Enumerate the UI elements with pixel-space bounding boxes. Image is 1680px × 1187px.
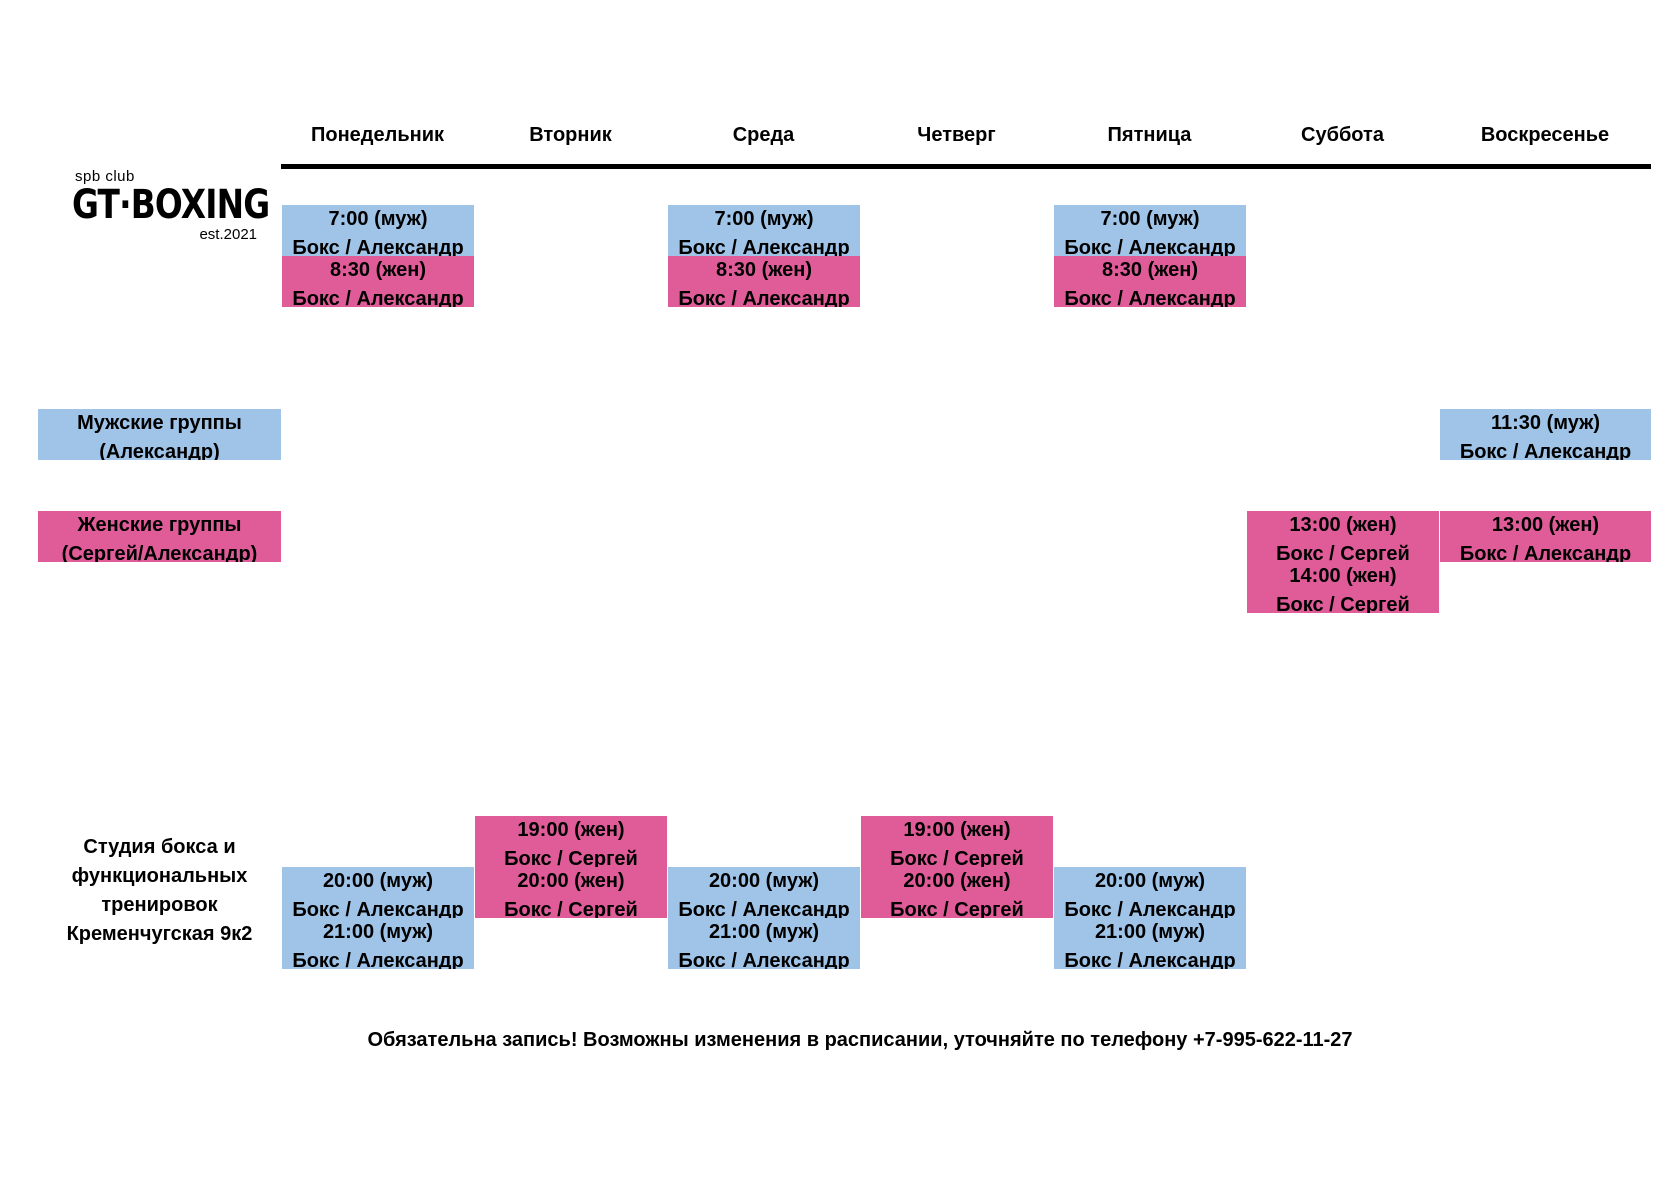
session-time: 11:30 (муж) <box>1490 412 1600 434</box>
session-time: 20:00 (муж) <box>322 870 434 892</box>
session-cell: 14:00 (жен) Бокс / Сергей <box>1247 562 1439 613</box>
logo: spb club GT·BOXING est.2021 <box>72 168 270 244</box>
day-header-monday: Понедельник <box>311 124 444 146</box>
session-time: 21:00 (муж) <box>1094 921 1206 943</box>
session-cell: 20:00 (муж) Бокс / Александр <box>668 867 860 918</box>
session-time: 7:00 (муж) <box>328 208 428 230</box>
session-cell: 7:00 (муж) Бокс / Александр <box>1054 205 1246 256</box>
session-label: Бокс / Сергей <box>504 848 638 867</box>
session-label: Бокс / Александр <box>678 899 850 918</box>
session-cell: 21:00 (муж) Бокс / Александр <box>668 918 860 969</box>
session-cell: 20:00 (жен) Бокс / Сергей <box>861 867 1053 918</box>
session-label: Бокс / Сергей <box>890 848 1024 867</box>
session-time: 8:30 (жен) <box>715 259 813 281</box>
session-label: Бокс / Александр <box>1064 899 1236 918</box>
session-cell: 20:00 (муж) Бокс / Александр <box>282 867 474 918</box>
session-label: Бокс / Сергей <box>890 899 1024 918</box>
session-cell: 8:30 (жен) Бокс / Александр <box>1054 256 1246 307</box>
session-label: Бокс / Сергей <box>504 899 638 918</box>
session-time: 20:00 (муж) <box>1094 870 1206 892</box>
legend-men-title: Мужские группы <box>77 412 242 434</box>
studio-line: функциональных <box>71 865 248 887</box>
session-label: Бокс / Александр <box>292 237 464 256</box>
session-time: 13:00 (жен) <box>1289 514 1397 536</box>
session-label: Бокс / Александр <box>292 288 464 307</box>
day-header-thursday: Четверг <box>917 124 996 146</box>
session-label: Бокс / Александр <box>678 950 850 969</box>
session-cell: 21:00 (муж) Бокс / Александр <box>282 918 474 969</box>
session-time: 8:30 (жен) <box>329 259 427 281</box>
legend-men-groups: Мужские группы (Александр) <box>38 409 281 460</box>
logo-est: est.2021 <box>199 226 257 243</box>
day-header-wednesday: Среда <box>732 124 795 146</box>
session-cell: 11:30 (муж) Бокс / Александр <box>1440 409 1651 460</box>
footer-note: Обязательна запись! Возможны изменения в… <box>367 1029 1353 1051</box>
session-cell: 20:00 (муж) Бокс / Александр <box>1054 867 1246 918</box>
session-time: 21:00 (муж) <box>322 921 434 943</box>
session-cell: 21:00 (муж) Бокс / Александр <box>1054 918 1246 969</box>
session-cell: 19:00 (жен) Бокс / Сергей <box>861 816 1053 867</box>
studio-address: Студия бокса и функциональных тренировок… <box>38 833 281 949</box>
session-label: Бокс / Александр <box>678 288 850 307</box>
session-label: Бокс / Александр <box>292 950 464 969</box>
studio-line: тренировок <box>101 894 218 916</box>
day-header-friday: Пятница <box>1107 124 1192 146</box>
session-cell: 8:30 (жен) Бокс / Александр <box>668 256 860 307</box>
session-cell: 8:30 (жен) Бокс / Александр <box>282 256 474 307</box>
session-cell: 7:00 (муж) Бокс / Александр <box>282 205 474 256</box>
session-cell: 7:00 (муж) Бокс / Александр <box>668 205 860 256</box>
session-time: 20:00 (жен) <box>903 870 1011 892</box>
session-label: Бокс / Александр <box>1459 543 1632 562</box>
header-divider <box>281 164 1651 169</box>
session-time: 14:00 (жен) <box>1289 565 1397 587</box>
legend-women-coach: (Сергей/Александр) <box>61 543 258 562</box>
day-header-saturday: Суббота <box>1301 124 1384 146</box>
session-time: 19:00 (жен) <box>903 819 1011 841</box>
session-cell: 20:00 (жен) Бокс / Сергей <box>475 867 667 918</box>
day-header-tuesday: Вторник <box>529 124 612 146</box>
session-label: Бокс / Александр <box>1459 441 1632 460</box>
legend-women-title: Женские группы <box>77 514 242 536</box>
session-cell: 19:00 (жен) Бокс / Сергей <box>475 816 667 867</box>
session-label: Бокс / Сергей <box>1276 594 1410 613</box>
day-header-sunday: Воскресенье <box>1480 124 1610 146</box>
session-time: 21:00 (муж) <box>708 921 820 943</box>
session-label: Бокс / Александр <box>1064 288 1236 307</box>
session-label: Бокс / Александр <box>1064 237 1236 256</box>
session-label: Бокс / Александр <box>292 899 464 918</box>
session-time: 8:30 (жен) <box>1101 259 1199 281</box>
studio-line: Студия бокса и <box>83 836 236 858</box>
studio-line: Кременчугская 9к2 <box>66 923 253 945</box>
session-time: 19:00 (жен) <box>517 819 625 841</box>
session-label: Бокс / Александр <box>1064 950 1236 969</box>
logo-wordmark: GT·BOXING <box>72 182 270 228</box>
session-time: 20:00 (жен) <box>517 870 625 892</box>
session-time: 7:00 (муж) <box>714 208 814 230</box>
session-time: 7:00 (муж) <box>1100 208 1200 230</box>
session-time: 20:00 (муж) <box>708 870 820 892</box>
legend-men-coach: (Александр) <box>99 441 220 460</box>
session-label: Бокс / Александр <box>678 237 850 256</box>
legend-women-groups: Женские группы (Сергей/Александр) <box>38 511 281 562</box>
session-cell: 13:00 (жен) Бокс / Александр <box>1440 511 1651 562</box>
session-label: Бокс / Сергей <box>1276 543 1410 562</box>
session-cell: 13:00 (жен) Бокс / Сергей <box>1247 511 1439 562</box>
logo-subtitle: spb club <box>75 168 135 185</box>
session-time: 13:00 (жен) <box>1491 514 1600 536</box>
